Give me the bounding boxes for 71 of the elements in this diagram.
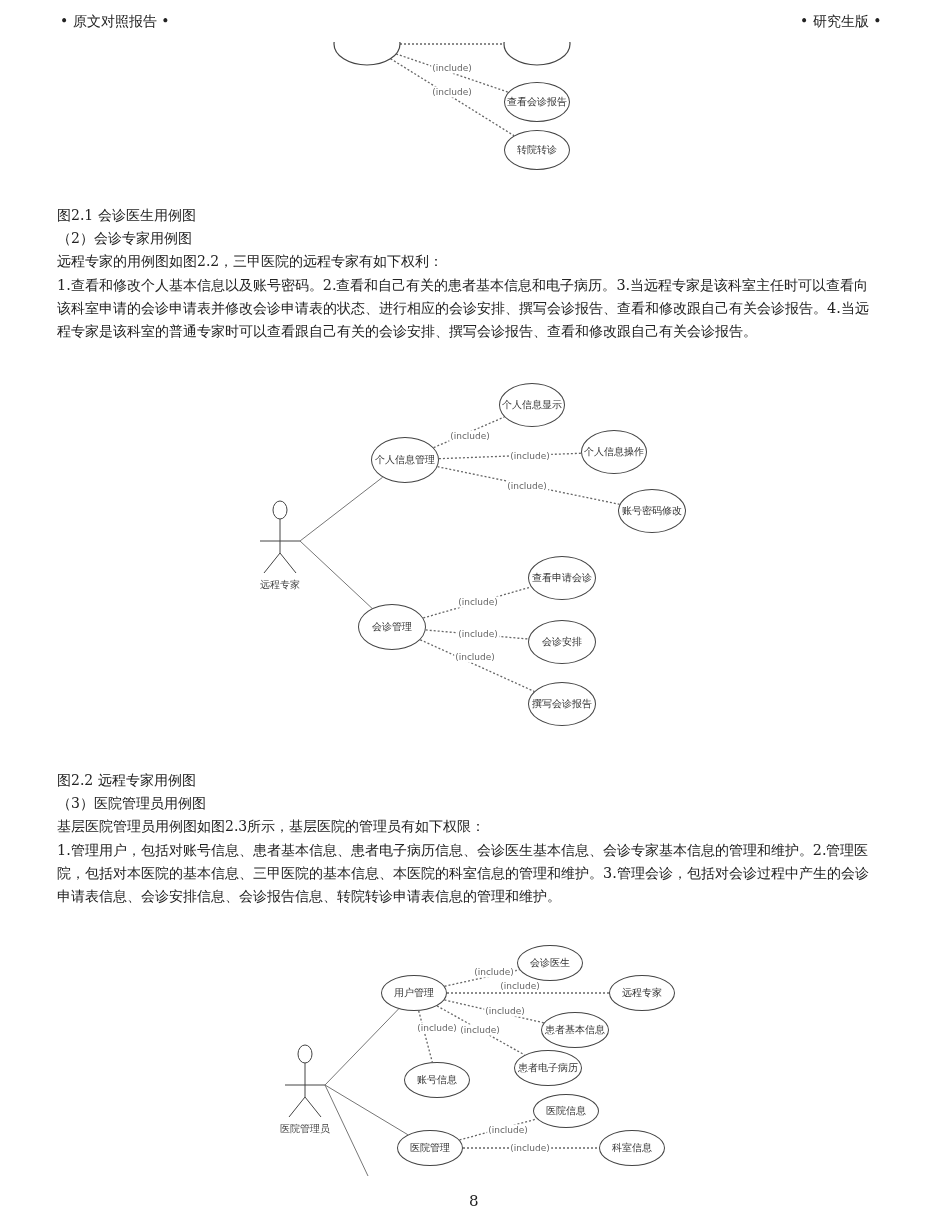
use-case-label: 查看会诊报告 <box>507 96 567 108</box>
include-dashed-line <box>395 53 509 93</box>
body-text: 1.管理用户，包括对账号信息、患者基本信息、患者电子病历信息、会诊医生基本信息、会诊专家基本信息的管理和维护。2.管理医院，包括对本医院的基本信息、三甲医院的基本信息、本医院的科室信息的管理和维护。3.管理会诊，包括对会诊过程中产生的会诊申请表信息、会诊安排信息、会诊报告信息、转院转诊申请表信息的管理和维护。 <box>57 841 870 906</box>
use-case-ellipse <box>541 1012 609 1048</box>
use-case-label: 个人信息操作 <box>584 446 644 458</box>
use-case-label: 患者电子病历 <box>518 1062 578 1074</box>
edge-label: (include) <box>484 1005 526 1017</box>
page-header: • 研究生版 • <box>800 12 882 31</box>
edge-label: (include) <box>459 1024 501 1036</box>
use-case-ellipse <box>504 130 570 170</box>
body-text: （2）会诊专家用例图 <box>57 229 192 248</box>
use-case-ellipse <box>581 430 647 474</box>
use-case-label: 用户管理 <box>394 987 434 999</box>
page-number: 8 <box>469 1191 479 1212</box>
use-case-ellipse <box>533 1094 599 1128</box>
edge-label: (include) <box>449 430 491 442</box>
body-text: 图2.2 远程专家用例图 <box>57 771 196 790</box>
use-case-ellipse <box>504 82 570 122</box>
use-case-ellipse <box>528 556 596 600</box>
use-case-ellipse <box>528 682 596 726</box>
page-header: • 原文对照报告 • <box>60 12 170 31</box>
association-line <box>299 540 373 609</box>
use-case-label: 账号信息 <box>417 1074 457 1086</box>
use-case-ellipse <box>404 1062 470 1098</box>
edge-label: (include) <box>457 628 499 640</box>
use-case-label: 患者基本信息 <box>545 1024 605 1036</box>
body-text: 基层医院管理员用例图如图2.3所示，基层医院的管理员有如下权限： <box>57 817 486 836</box>
association-line <box>324 1084 409 1136</box>
use-case-ellipse <box>599 1130 665 1166</box>
use-case-ellipse <box>517 945 583 981</box>
use-case-label: 会诊医生 <box>530 957 570 969</box>
use-case-label: 撰写会诊报告 <box>532 698 592 710</box>
include-dashed-line <box>436 1005 526 1056</box>
edge-label: (include) <box>506 480 548 492</box>
use-case-ellipse <box>609 975 675 1011</box>
association-line <box>324 1084 369 1177</box>
edge-label: (include) <box>431 62 473 74</box>
use-case-ellipse <box>381 975 447 1011</box>
use-case-label: 医院信息 <box>546 1105 586 1117</box>
use-case-label: 查看申请会诊 <box>532 572 592 584</box>
edge-label: (include) <box>431 86 473 98</box>
edge-label: (include) <box>509 1142 551 1154</box>
edge-label: (include) <box>499 980 541 992</box>
use-case-label: 个人信息显示 <box>502 399 562 411</box>
use-case-ellipse <box>514 1050 582 1086</box>
edge-label: (include) <box>473 966 515 978</box>
actor-label: 医院管理员 <box>280 1123 330 1135</box>
edge-label: (include) <box>454 651 496 663</box>
edge-label: (include) <box>457 596 499 608</box>
use-case-label: 科室信息 <box>612 1142 652 1154</box>
use-case-ellipse <box>371 437 439 483</box>
use-case-label: 会诊管理 <box>372 621 412 633</box>
actor-label: 远程专家 <box>260 579 300 591</box>
use-case-label: 个人信息管理 <box>375 454 435 466</box>
use-case-label: 会诊安排 <box>542 636 582 648</box>
body-text: （3）医院管理员用例图 <box>57 794 206 813</box>
body-text: 远程专家的用例图如图2.2，三甲医院的远程专家有如下权利： <box>57 252 444 271</box>
edge-label: (include) <box>416 1022 458 1034</box>
use-case-ellipse <box>397 1130 463 1166</box>
include-dashed-line <box>446 992 610 994</box>
body-text: 图2.1 会诊医生用例图 <box>57 206 196 225</box>
edge-label: (include) <box>509 450 551 462</box>
include-dashed-line <box>418 1010 433 1063</box>
use-case-ellipse <box>358 604 426 650</box>
use-case-label: 医院管理 <box>410 1142 450 1154</box>
use-case-label: 远程专家 <box>622 987 662 999</box>
body-text: 1.查看和修改个人基本信息以及账号密码。2.查看和自己有关的患者基本信息和电子病历。3.当远程专家是该科室主任时可以查看向该科室申请的会诊申请表并修改会诊申请表的状态、进行相应的会诊安排、撰写会诊报告、查看和修改跟自己有关会诊报告。4.当远程专家是该科室的普通专家时可以查看跟自己有关的会诊安排、撰写会诊报告、查看和修改跟自己有关会诊报告。 <box>57 276 870 341</box>
use-case-ellipse <box>499 383 565 427</box>
edge-label: (include) <box>487 1124 529 1136</box>
use-case-label: 转院转诊 <box>517 144 557 156</box>
use-case-label: 账号密码修改 <box>622 505 682 517</box>
